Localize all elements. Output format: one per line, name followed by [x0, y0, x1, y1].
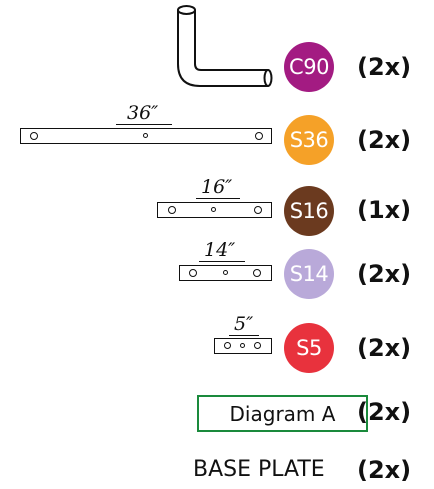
part-code-badge-s16: S16 [284, 186, 334, 236]
hole [30, 132, 38, 140]
hole [253, 269, 261, 277]
base-plate-label: BASE PLATE [193, 457, 325, 482]
hole [223, 270, 228, 275]
dimension-label-s14: 14″ [204, 239, 236, 261]
dimension-label-s36: 36″ [127, 102, 159, 124]
part-qty-c90: (2x) [357, 53, 412, 81]
part-qty-s36: (2x) [357, 126, 412, 154]
dimension-line-s36 [116, 124, 172, 125]
dimension-line-s16 [196, 198, 240, 199]
hole [189, 269, 197, 277]
hole [211, 207, 216, 212]
part-qty-s5: (2x) [357, 334, 412, 362]
hole [254, 342, 261, 349]
hole [143, 133, 148, 138]
strap-s14 [179, 265, 272, 281]
strap-s36 [20, 128, 272, 144]
dimension-line-s14 [199, 261, 245, 262]
base-plate-qty: (2x) [357, 456, 412, 484]
hole [254, 206, 262, 214]
diagram-a-label: Diagram A [197, 395, 368, 432]
diagram-a-qty: (2x) [357, 398, 412, 426]
hole [224, 342, 231, 349]
hole [240, 343, 245, 348]
dimension-label-s5: 5″ [234, 313, 254, 335]
strap-s5 [214, 338, 272, 354]
dimension-label-s16: 16″ [201, 176, 233, 198]
elbow-pipe-icon [177, 5, 273, 87]
dimension-line-s5 [229, 335, 259, 336]
part-qty-s16: (1x) [357, 196, 412, 224]
hole [255, 132, 263, 140]
part-code-badge-s5: S5 [284, 323, 334, 373]
part-code-badge-c90: C90 [284, 42, 334, 92]
strap-s16 [157, 202, 272, 218]
part-code-badge-s36: S36 [284, 115, 334, 165]
hole [168, 206, 176, 214]
part-code-badge-s14: S14 [284, 249, 334, 299]
part-qty-s14: (2x) [357, 260, 412, 288]
